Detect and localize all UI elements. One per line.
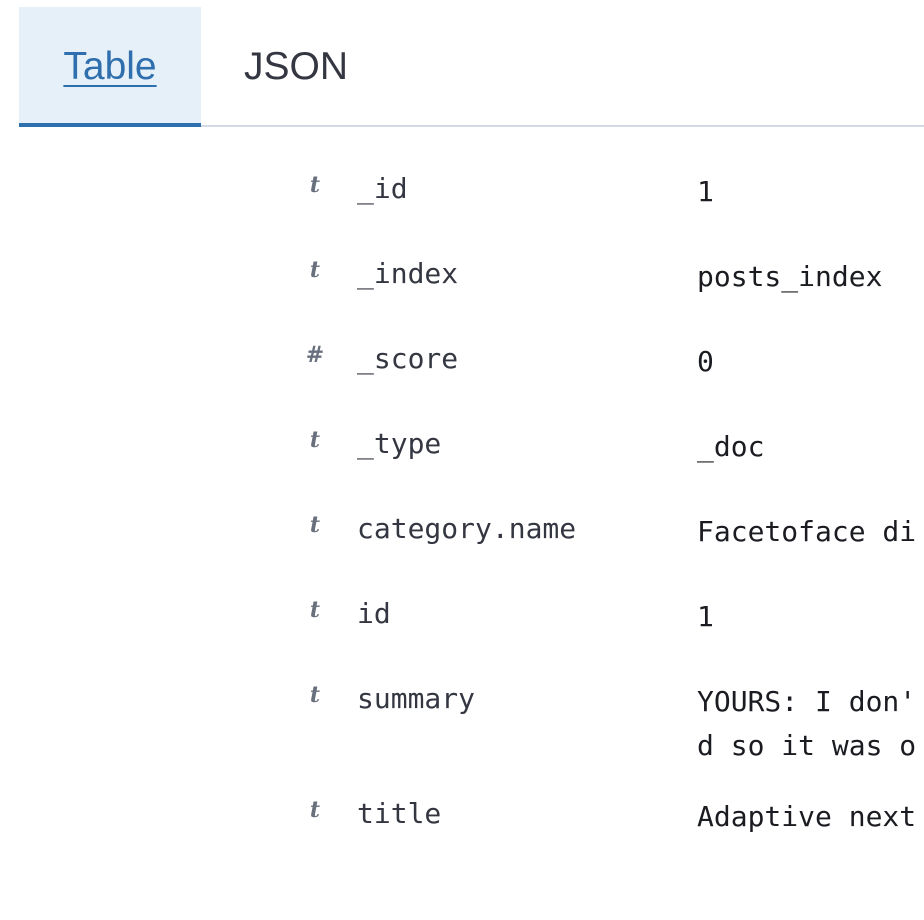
field-name: _index bbox=[357, 257, 459, 290]
field-value-line: 1 bbox=[697, 175, 714, 208]
table-row: t summary YOURS: I don' d so it was o bbox=[0, 656, 924, 771]
document-fields-table: t _id 1 t _index posts_index # _score 0 … bbox=[0, 146, 924, 856]
field-name: title bbox=[357, 797, 442, 830]
field-value: 1 bbox=[697, 170, 924, 214]
field-value: posts_index bbox=[697, 255, 924, 299]
field-value: _doc bbox=[697, 425, 924, 469]
field-value: YOURS: I don' d so it was o bbox=[697, 680, 924, 768]
field-value-line: posts_index bbox=[697, 260, 883, 293]
field-value: 1 bbox=[697, 595, 924, 639]
table-row: t _id 1 bbox=[0, 146, 924, 231]
table-row: # _score 0 bbox=[0, 316, 924, 401]
table-row: t category.name Facetoface di bbox=[0, 486, 924, 571]
field-value-line: Facetoface di bbox=[697, 515, 917, 548]
field-value-line: 0 bbox=[697, 345, 714, 378]
field-value: Adaptive next bbox=[697, 795, 924, 839]
field-name: _id bbox=[357, 172, 408, 205]
field-name: summary bbox=[357, 682, 476, 715]
string-type-icon: t bbox=[309, 172, 321, 198]
table-row: t _index posts_index bbox=[0, 231, 924, 316]
tab-json[interactable]: JSON bbox=[201, 7, 391, 125]
number-type-icon: # bbox=[305, 342, 325, 368]
view-tabs: Table JSON bbox=[19, 7, 924, 127]
field-name: _score bbox=[357, 342, 459, 375]
field-name: _type bbox=[357, 427, 442, 460]
string-type-icon: t bbox=[309, 257, 321, 283]
field-value: 0 bbox=[697, 340, 924, 384]
tab-table-label: Table bbox=[63, 45, 157, 88]
field-value: Facetoface di bbox=[697, 510, 924, 554]
table-row: t id 1 bbox=[0, 571, 924, 656]
field-name: id bbox=[357, 597, 391, 630]
field-name: category.name bbox=[357, 512, 577, 545]
field-value-line: 1 bbox=[697, 600, 714, 633]
field-value-line: d so it was o bbox=[697, 729, 917, 762]
string-type-icon: t bbox=[309, 597, 321, 623]
string-type-icon: t bbox=[309, 512, 321, 538]
tab-json-label: JSON bbox=[243, 45, 348, 88]
string-type-icon: t bbox=[309, 797, 321, 823]
string-type-icon: t bbox=[309, 682, 321, 708]
field-value-line: YOURS: I don' bbox=[697, 685, 917, 718]
table-row: t _type _doc bbox=[0, 401, 924, 486]
table-row: t title Adaptive next bbox=[0, 771, 924, 856]
field-value-line: Adaptive next bbox=[697, 800, 917, 833]
tab-table[interactable]: Table bbox=[19, 7, 201, 127]
string-type-icon: t bbox=[309, 427, 321, 453]
field-value-line: _doc bbox=[697, 430, 765, 463]
